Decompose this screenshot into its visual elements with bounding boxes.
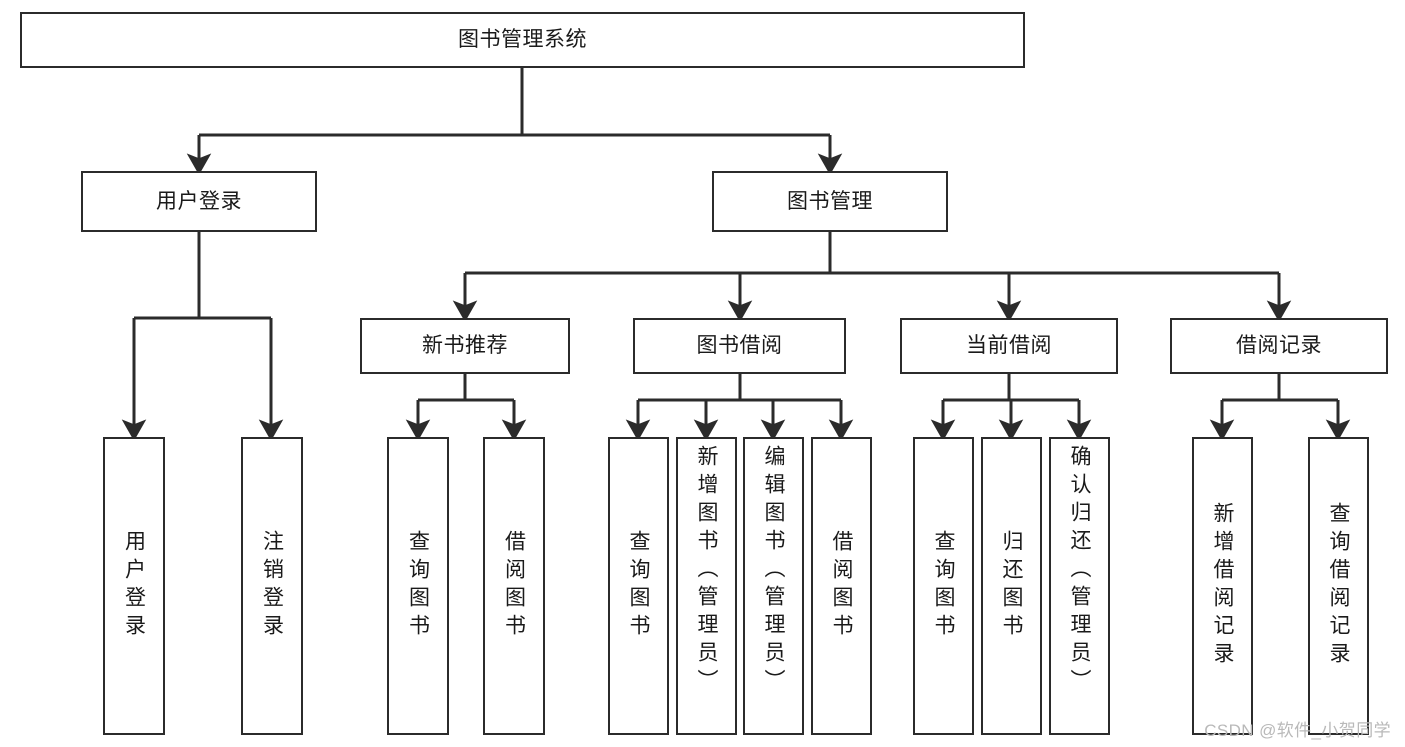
node-user-login[interactable]: 用户登录 — [81, 171, 317, 232]
leaf-query-book-borrow[interactable]: 查询图书 — [608, 437, 669, 735]
node-label: 编辑图书（管理员） — [762, 445, 785, 697]
node-label: 图书管理 — [787, 189, 873, 213]
node-label: 借阅图书 — [830, 530, 853, 642]
node-root-system[interactable]: 图书管理系统 — [20, 12, 1025, 68]
leaf-query-book-recommend[interactable]: 查询图书 — [387, 437, 449, 735]
leaf-add-book-admin[interactable]: 新增图书（管理员） — [676, 437, 737, 735]
node-label: 新书推荐 — [422, 334, 508, 358]
node-label: 图书借阅 — [696, 334, 783, 358]
leaf-edit-book-admin[interactable]: 编辑图书（管理员） — [743, 437, 804, 735]
leaf-user-logout[interactable]: 注销登录 — [241, 437, 303, 735]
node-label: 新增借阅记录 — [1211, 502, 1234, 670]
node-label: 确认归还（管理员） — [1068, 445, 1091, 697]
node-label: 查询图书 — [627, 530, 650, 642]
node-label: 归还图书 — [1000, 530, 1023, 642]
node-label: 用户登录 — [156, 189, 242, 213]
node-new-book-recommend[interactable]: 新书推荐 — [360, 318, 570, 374]
leaf-query-book-current[interactable]: 查询图书 — [913, 437, 974, 735]
node-label: 查询图书 — [406, 530, 430, 642]
node-label: 当前借阅 — [966, 334, 1052, 358]
leaf-borrow-book-recommend[interactable]: 借阅图书 — [483, 437, 545, 735]
node-label: 图书管理系统 — [458, 28, 587, 52]
leaf-add-borrow-record[interactable]: 新增借阅记录 — [1192, 437, 1253, 735]
node-label: 查询图书 — [932, 530, 955, 642]
node-book-borrow[interactable]: 图书借阅 — [633, 318, 846, 374]
leaf-borrow-book[interactable]: 借阅图书 — [811, 437, 872, 735]
node-label: 借阅图书 — [502, 530, 526, 642]
node-borrow-record[interactable]: 借阅记录 — [1170, 318, 1388, 374]
leaf-user-login[interactable]: 用户登录 — [103, 437, 165, 735]
node-label: 查询借阅记录 — [1327, 502, 1350, 670]
node-label: 用户登录 — [122, 530, 146, 642]
node-label: 新增图书（管理员） — [695, 445, 718, 697]
node-label: 借阅记录 — [1236, 334, 1322, 358]
leaf-query-borrow-record[interactable]: 查询借阅记录 — [1308, 437, 1369, 735]
leaf-confirm-return-admin[interactable]: 确认归还（管理员） — [1049, 437, 1110, 735]
node-current-borrow[interactable]: 当前借阅 — [900, 318, 1118, 374]
watermark-text: CSDN @软件_小贺同学 — [1204, 721, 1391, 740]
leaf-return-book[interactable]: 归还图书 — [981, 437, 1042, 735]
node-book-management[interactable]: 图书管理 — [712, 171, 948, 232]
node-label: 注销登录 — [260, 530, 284, 642]
